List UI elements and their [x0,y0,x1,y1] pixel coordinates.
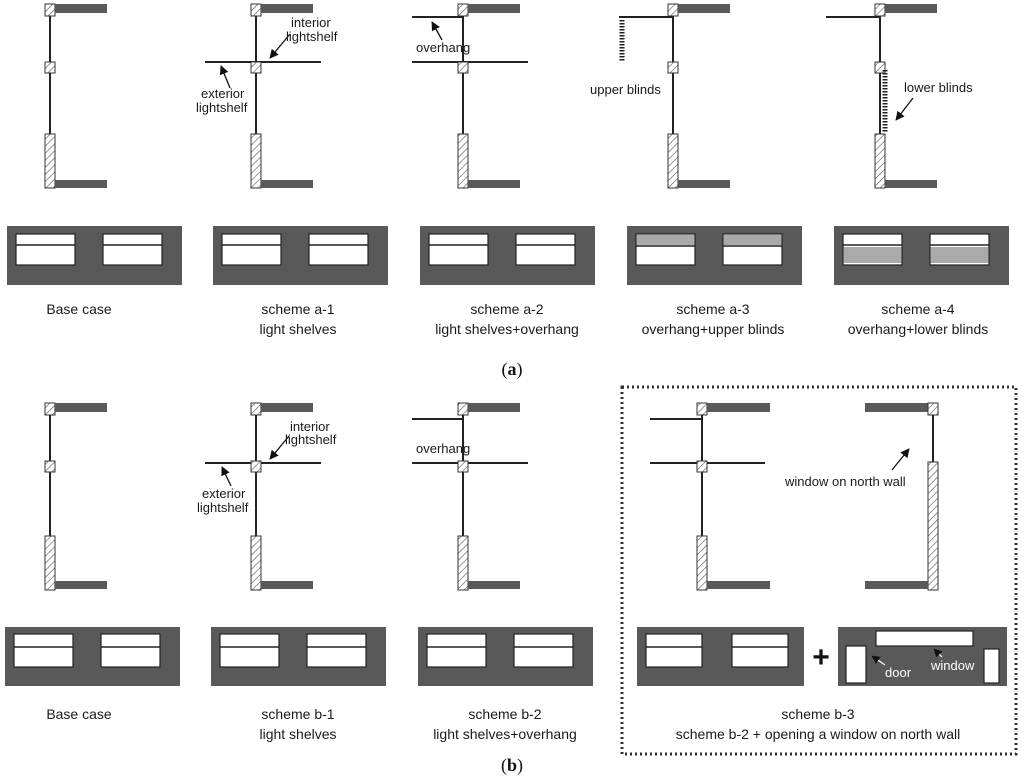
section-base-case-b [44,402,107,591]
arrow-interior-lightshelf-b [269,435,290,460]
arrow-door [871,655,886,666]
desc-scheme-a4: overhang+lower blinds [848,321,988,337]
annotation-interior-b: interior [290,419,330,434]
label-scheme-b2: scheme b-2 [468,706,541,722]
elevation-scheme-a4 [834,226,1009,285]
label-scheme-a2: scheme a-2 [470,301,543,317]
annotation-overhang-a: overhang [416,40,470,55]
annotation-exterior-b: exterior [202,486,246,501]
section-scheme-a4 [826,3,937,189]
desc-scheme-a3: overhang+upper blinds [642,321,785,337]
desc-scheme-a1: light shelves [259,321,336,337]
section-scheme-b1 [205,402,321,591]
arrow-interior-lightshelf [269,33,291,59]
scheme-b3-frame [620,385,1018,756]
section-scheme-b3-south [650,402,770,591]
label-scheme-a3: scheme a-3 [676,301,749,317]
desc-scheme-b3: scheme b-2 + opening а window on north w… [676,726,960,742]
elevation-scheme-a2 [420,226,595,285]
elevation-base-case-b [5,627,180,686]
elevation-scheme-b1 [211,627,386,686]
elevation-scheme-b3-north [838,627,1007,686]
label-scheme-a4: scheme a-4 [881,301,954,317]
elevation-scheme-a1 [213,226,388,285]
annotation-north-window: window on north wall [784,474,906,489]
label-scheme-b1: scheme b-1 [261,706,334,722]
north-wall-window [875,630,974,647]
annotation-upper-blinds: upper blinds [590,82,661,97]
annotation-interior-lightshelf-a: lightshelf [286,29,338,44]
arrow-overhang [431,21,443,41]
annotation-exterior-lightshelf-b: lightshelf [197,500,249,515]
arrow-exterior-lightshelf-b [221,466,232,487]
section-scheme-a2 [412,3,528,189]
annotation-window: window [930,658,975,673]
section-scheme-b2 [412,402,528,591]
label-base-case-a: Base case [46,301,112,317]
label-scheme-b3: scheme b-3 [781,706,854,722]
annotation-door: door [885,665,912,680]
desc-scheme-b2: light shelves+overhang [433,726,577,742]
elevation-scheme-a3 [627,226,802,285]
annotation-interior-a: interior [291,15,331,30]
arrow-lower-blinds [895,97,914,121]
side-window [983,648,1000,684]
annotation-interior-lightshelf-b: lightshelf [285,432,337,447]
section-scheme-a1 [205,3,321,189]
elevation-base-case-a [7,226,182,285]
annotation-exterior-lightshelf-a: lightshelf [196,100,248,115]
section-base-case-a [44,3,107,189]
desc-scheme-a2: light shelves+overhang [435,321,579,337]
section-scheme-a3 [619,3,730,189]
elevation-scheme-b2 [418,627,593,686]
label-base-case-b: Base case [46,706,112,722]
annotation-lower-blinds: lower blinds [904,80,973,95]
arrow-exterior-lightshelf [219,65,231,89]
desc-scheme-b1: light shelves [259,726,336,742]
plus-sign: + [812,641,830,674]
door [845,645,867,684]
caption-b: (b) [501,755,523,776]
arrow-window [933,648,943,658]
annotation-exterior-a: exterior [201,86,245,101]
label-scheme-a1: scheme a-1 [261,301,334,317]
annotation-overhang-b: overhang [416,441,470,456]
arrow-north-window [891,448,910,471]
section-scheme-b3-north [865,402,939,591]
caption-a: (a) [502,359,523,380]
elevation-scheme-b3-south [637,627,804,686]
